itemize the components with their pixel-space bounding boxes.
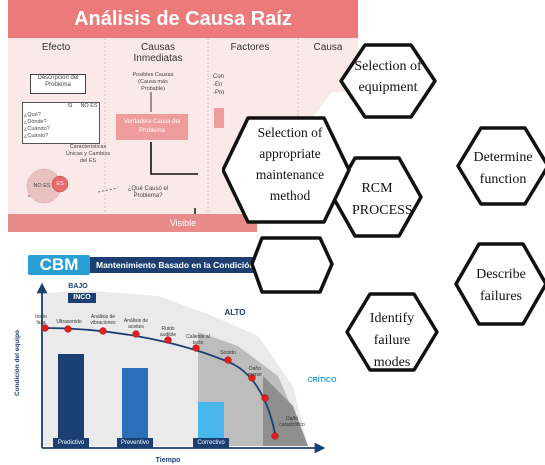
table-header-si: SI xyxy=(67,103,73,109)
node-selection-of-equipment: Selection of equipment xyxy=(354,59,422,95)
inco-logo: INCO xyxy=(68,293,96,303)
rca-col-effect: Efecto xyxy=(41,42,71,53)
point-aceites xyxy=(132,330,140,338)
node-center-rcm-process: RCM PROCESS xyxy=(352,181,413,218)
rca-factors-line-1: Con xyxy=(213,74,225,80)
rca-is-not-table: SI NO ES ¿Qué? ¿Dónde? ¿Cuándo? ¿Cuánto? xyxy=(22,102,100,144)
table-row-cuanto: ¿Cuánto? xyxy=(24,133,49,139)
point-catastrofico xyxy=(271,432,279,440)
rca-lines xyxy=(26,38,299,232)
category-preventivo: Preventivo xyxy=(117,438,153,448)
curve-label-inicio-falla: Inicio falla xyxy=(35,314,47,326)
rca-factors-line-2: -En xyxy=(213,82,223,88)
curve-label-dano-menor: Daño menor xyxy=(247,366,263,378)
rca-possible-causes: Posibles Causas (Causa más Probable) xyxy=(132,72,174,92)
curve-label-ruido: Ruido audible xyxy=(159,326,177,338)
point-ruido xyxy=(164,336,172,344)
rca-title: Análisis de Causa Raíz xyxy=(8,0,358,38)
curve-label-ultrasonido: Ultrasonido xyxy=(56,319,82,325)
venn-es: ES xyxy=(56,181,64,187)
cbm-badge: CBM xyxy=(28,255,90,275)
rca-factors-line-3: -Pro xyxy=(213,90,225,96)
cbm-title: Mantenimiento Basado en la Condición xyxy=(90,257,296,273)
rca-characteristics: Características Únicas y Cambios del ES xyxy=(65,144,111,164)
hex-maintenance-method xyxy=(222,116,351,224)
y-axis-label: Condición del equipo xyxy=(14,329,21,397)
category-correctivo: Correctivo xyxy=(193,438,229,448)
curve-label-catastrofico: Daño catastrófico xyxy=(279,416,305,428)
node-identify-failure-modes: Identify failure modes xyxy=(369,311,415,370)
point-caliente xyxy=(192,344,200,352)
curve-label-aceites: Análisis de aceites xyxy=(123,318,149,330)
hex-identify-failure-modes xyxy=(345,292,439,372)
rca-factor-box xyxy=(214,108,224,128)
rcm-process-panel: Selection of equipment Determine functio… xyxy=(222,42,545,402)
point-ultrasonido xyxy=(64,325,72,333)
bar-preventivo xyxy=(122,368,148,440)
curve-label-caliente: Caliente al tacto xyxy=(186,334,210,346)
hex-left-bottom xyxy=(250,236,334,294)
category-predictivo: Predictivo xyxy=(53,438,89,448)
hex-center xyxy=(331,156,423,238)
hex-selection-of-equipment xyxy=(339,43,437,119)
cbm-chart xyxy=(36,282,326,454)
curve-label-vibraciones: Análisis de vibraciones xyxy=(90,314,116,326)
point-dano-menor xyxy=(248,374,256,382)
rca-col-immediate: Causas Inmediatas xyxy=(133,42,183,64)
x-axis-label: Tiempo xyxy=(155,457,181,464)
label-critico: CRÍTICO xyxy=(307,377,337,384)
rca-col-cause: Causa xyxy=(313,42,343,53)
hex-describe-failures xyxy=(454,242,545,326)
curve-label-sonido: Sonido xyxy=(220,350,236,356)
rca-col-factors: Factores xyxy=(230,42,270,53)
point-sonido xyxy=(224,356,232,364)
cbm-panel: CBM Mantenimiento Basado en la Condición xyxy=(8,236,348,465)
table-header-no-es: NO ES xyxy=(80,103,98,109)
node-describe-failures: Describe failures xyxy=(476,267,526,304)
node-maintenance-method: Selection of appropriate maintenance met… xyxy=(255,125,325,203)
point-inicio-falla xyxy=(41,324,49,332)
pf-curve-points xyxy=(41,324,279,440)
node-determine-function: Determine function xyxy=(473,150,533,187)
bar-correctivo xyxy=(198,402,224,440)
hex-determine-function xyxy=(456,126,545,206)
label-alto: ALTO xyxy=(224,308,246,317)
rca-question: ¿Qué Causó el Problema? xyxy=(127,186,169,199)
point-dano-mayor xyxy=(261,394,269,402)
rca-true-cause-box: Verdadera Causa del Problema xyxy=(116,114,188,140)
table-row-donde: ¿Dónde? xyxy=(24,119,47,125)
bar-predictivo xyxy=(58,354,84,440)
venn-no-es: NO ES xyxy=(33,183,51,189)
rcm-hexagons xyxy=(222,43,545,402)
table-row-que: ¿Qué? xyxy=(24,112,41,118)
point-vibraciones xyxy=(99,327,107,335)
table-row-cuando: ¿Cuándo? xyxy=(24,126,50,132)
label-bajo: BAJO xyxy=(68,283,88,290)
rca-problem-box: Descripción del Problema xyxy=(30,74,86,94)
